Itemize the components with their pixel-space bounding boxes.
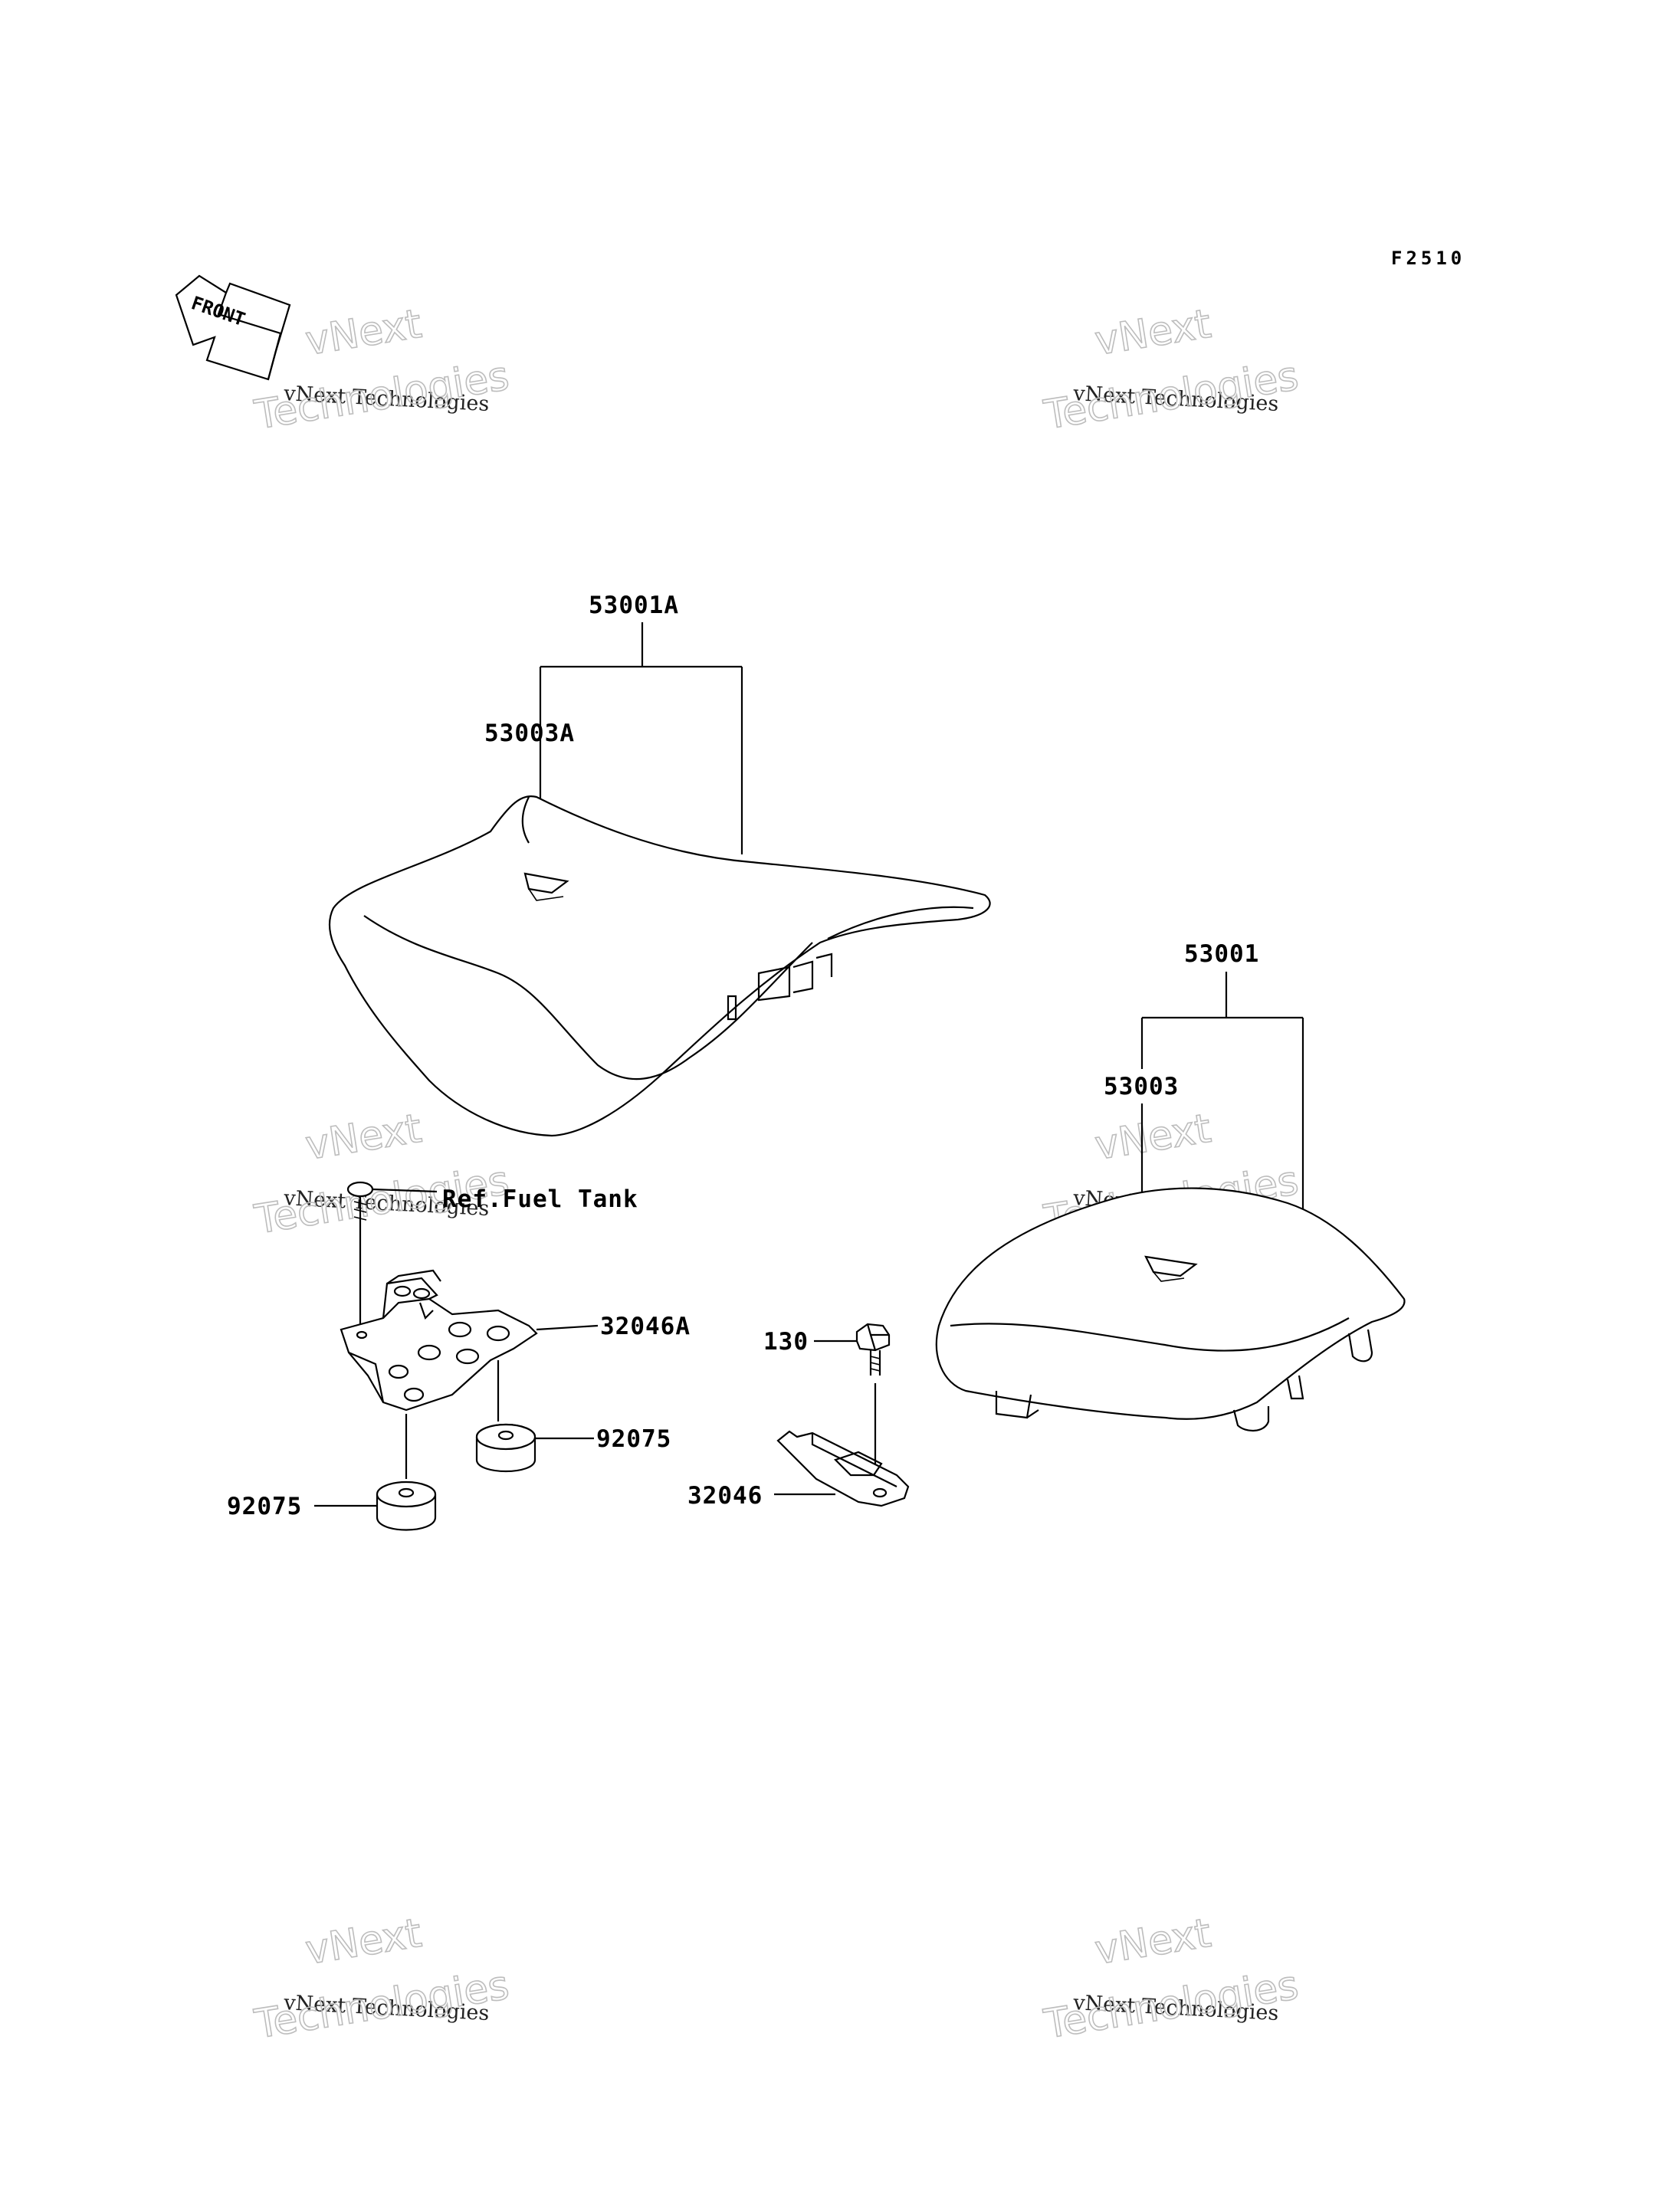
screw-icon (346, 1181, 374, 1230)
label-53001: 53001 (1184, 940, 1259, 968)
watermark-bottom-right: vNext vNext Technologies Technologies (1040, 1910, 1302, 2048)
figure-number: F2510 (1391, 248, 1465, 269)
rear-seat-bracket (776, 1430, 910, 1507)
watermark-mid-left: vNext vNext Technologies Technologies (251, 1105, 513, 1244)
svg-text:vNext: vNext (303, 1106, 425, 1169)
label-53003A: 53003A (484, 720, 575, 747)
label-53001A: 53001A (589, 592, 679, 619)
leader-ref-fuel-tank (372, 1188, 438, 1193)
svg-text:Technologies: Technologies (251, 1963, 512, 2048)
svg-text:vNext: vNext (1092, 301, 1214, 365)
svg-text:Technologies: Technologies (1041, 1963, 1301, 2048)
front-seat-bracket (340, 1269, 538, 1412)
front-seat (328, 795, 991, 1137)
svg-text:vNext: vNext (303, 1910, 425, 1974)
watermark-top-right: vNext vNext Technologies Technologies (1040, 300, 1302, 439)
watermark-bottom-left: vNext vNext Technologies Technologies (251, 1910, 513, 2048)
label-130: 130 (763, 1328, 809, 1356)
label-32046: 32046 (687, 1482, 763, 1510)
svg-text:vNext: vNext (303, 301, 425, 365)
label-92075-left: 92075 (227, 1493, 302, 1520)
svg-text:Technologies: Technologies (1041, 353, 1301, 439)
svg-text:vNext: vNext (1092, 1106, 1214, 1169)
label-92075-right: 92075 (596, 1425, 671, 1453)
damper-right (475, 1423, 536, 1472)
leader-32046A (536, 1324, 599, 1331)
label-ref-fuel-tank: Ref.Fuel Tank (442, 1185, 638, 1213)
label-53003: 53003 (1104, 1073, 1179, 1100)
front-arrow-label: FRONT (189, 292, 248, 330)
rear-seat (935, 1187, 1406, 1431)
front-arrow-icon: FRONT (175, 274, 291, 381)
svg-text:Technologies: Technologies (251, 353, 512, 439)
watermark-top-left: vNext vNext Technologies Technologies (251, 300, 513, 439)
label-32046A: 32046A (600, 1313, 691, 1340)
damper-left (376, 1481, 437, 1531)
svg-text:vNext: vNext (1092, 1910, 1214, 1974)
leader-53001 (1140, 972, 1304, 1230)
leader-53001A (539, 622, 743, 854)
bolt-icon (855, 1323, 891, 1376)
